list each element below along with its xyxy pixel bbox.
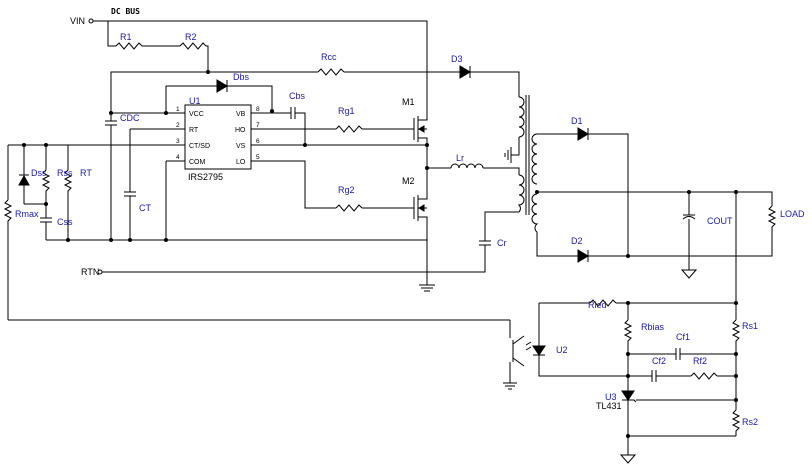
d1-label: D1 <box>571 116 583 126</box>
dbs-label: Dbs <box>233 72 250 82</box>
pin-5-num: 5 <box>256 154 260 161</box>
u2-optocoupler <box>503 303 628 390</box>
m1-label: M1 <box>402 97 415 107</box>
d3-diode <box>459 65 520 97</box>
cr-label: Cr <box>497 238 507 248</box>
ct-label: CT <box>139 203 151 213</box>
d2-diode <box>536 232 628 263</box>
soft-start-network <box>3 143 427 320</box>
output-bus <box>537 190 773 279</box>
main-ground <box>419 284 435 292</box>
ct-capacitor <box>124 129 136 240</box>
css-label: Css <box>57 217 73 227</box>
lr-inductor <box>425 163 520 175</box>
rg1-label: Rg1 <box>338 106 355 116</box>
r1-r2-divider <box>107 21 210 74</box>
dbs-diode <box>166 79 274 113</box>
r2-label: R2 <box>185 32 197 42</box>
cbs-label: Cbs <box>289 91 306 101</box>
cf1-label: Cf1 <box>676 332 690 342</box>
pin-vb-name: VB <box>236 111 246 118</box>
pin-vs-name: VS <box>236 143 246 150</box>
cdc-label: CDC <box>120 113 140 123</box>
rtn-label: RTN <box>81 267 99 277</box>
rcc-label: Rcc <box>321 52 337 62</box>
rbias-label: Rbias <box>641 322 665 332</box>
m1-mosfet <box>413 95 428 145</box>
r1-label: R1 <box>120 32 132 42</box>
rf2-label: Rf2 <box>693 356 707 366</box>
u1-part: IRS2795 <box>188 172 223 182</box>
pin-vcc-name: VCC <box>189 111 204 118</box>
pin-2-num: 2 <box>176 122 180 129</box>
pin-6-num: 6 <box>256 138 260 145</box>
d2-label: D2 <box>571 236 583 246</box>
feedback-network <box>539 192 741 464</box>
u3-tl431 <box>621 376 637 403</box>
rss-label: Rss <box>57 168 73 178</box>
u1-ref: U1 <box>189 96 201 106</box>
rtn-terminal <box>97 269 103 275</box>
rs2-label: Rs2 <box>742 417 758 427</box>
pin-4-num: 4 <box>176 154 180 161</box>
vin-terminal <box>88 18 94 24</box>
d3-label: D3 <box>451 54 463 64</box>
u2-label: U2 <box>556 345 568 355</box>
pin-lo-name: LO <box>236 159 246 166</box>
cout-label: COUT <box>707 216 733 226</box>
rmax-label: Rmax <box>15 209 39 219</box>
pin-com-name: COM <box>189 159 206 166</box>
ic-u1: U1 IRS2795 1 VCC 2 RT 3 CT/SD 4 COM 8 VB… <box>176 96 260 182</box>
d1-diode <box>537 127 629 256</box>
dss-label: Dss <box>31 168 47 178</box>
cf2-label: Cf2 <box>652 356 666 366</box>
u1-left-leads <box>8 111 185 240</box>
rcc-resistor <box>110 68 460 113</box>
lr-label: Lr <box>456 153 464 163</box>
transformer <box>504 95 539 233</box>
load-label: LOAD <box>780 209 805 219</box>
dc-bus-label: DC BUS <box>111 7 140 16</box>
m2-label: M2 <box>402 176 415 186</box>
dc-bus-rail <box>93 20 428 285</box>
rt-label: RT <box>80 168 92 178</box>
tl431-label: TL431 <box>596 401 622 411</box>
load-resistor <box>767 205 777 230</box>
u3-label: U3 <box>605 392 617 402</box>
pin-ho-name: HO <box>235 127 246 134</box>
rg2-label: Rg2 <box>338 185 355 195</box>
pin-rt-name: RT <box>189 127 199 134</box>
pin-1-num: 1 <box>176 106 180 113</box>
u1-right-leads <box>251 107 427 212</box>
m2-mosfet <box>413 145 428 285</box>
vin-label: VIN <box>70 16 85 26</box>
rled-label: Rled <box>588 300 607 310</box>
pin-ctsd-name: CT/SD <box>189 143 210 150</box>
rs1-label: Rs1 <box>742 321 758 331</box>
pin-8-num: 8 <box>256 106 260 113</box>
pin-3-num: 3 <box>176 138 180 145</box>
cdc-capacitor <box>105 113 117 240</box>
cr-capacitor <box>427 211 519 273</box>
pin-7-num: 7 <box>256 122 260 129</box>
